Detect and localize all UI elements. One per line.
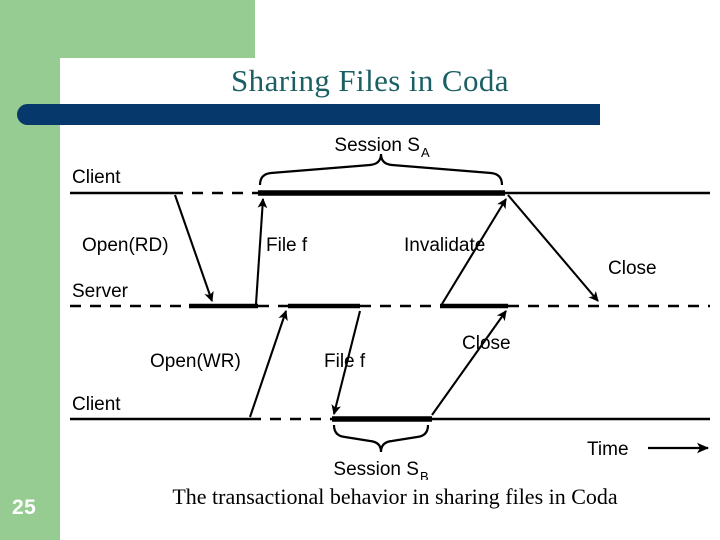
message-label-file-f-bottom: File f [324, 351, 366, 372]
message-label-close-top: Close [608, 258, 657, 279]
title-navy-bar [17, 104, 600, 125]
message-label-close-bottom: Close [462, 333, 511, 354]
arrow-close-top [507, 194, 599, 302]
top-green-block [0, 0, 255, 58]
message-label-invalidate: Invalidate [404, 235, 485, 256]
message-label-file-f-top: File f [266, 235, 308, 256]
figure-caption: The transactional behavior in sharing fi… [172, 484, 618, 509]
left-green-strip [0, 0, 60, 540]
time-axis-label: Time [587, 439, 629, 460]
message-label-open-wr: Open(WR) [150, 351, 241, 372]
arrow-file-f-top [254, 198, 268, 305]
page-number: 25 [12, 496, 37, 519]
lane-label-client-bottom: Client [72, 394, 121, 415]
message-label-open-rd: Open(RD) [82, 235, 169, 256]
coda-transaction-diagram: Session SA Client [60, 125, 720, 480]
arrow-invalidate [441, 198, 507, 305]
session-a-brace [258, 153, 504, 186]
arrow-close-bottom [431, 310, 507, 416]
arrow-open-wr [249, 310, 288, 418]
lane-label-server: Server [72, 281, 129, 302]
page-title: Sharing Files in Coda [231, 63, 509, 98]
lane-label-client-top: Client [72, 167, 121, 188]
arrow-open-rd [174, 194, 214, 302]
session-a-label: Session SA [334, 135, 430, 160]
session-b-label: Session SB [333, 459, 428, 480]
session-b-brace [332, 424, 430, 453]
arrow-file-f-bottom [331, 310, 362, 415]
